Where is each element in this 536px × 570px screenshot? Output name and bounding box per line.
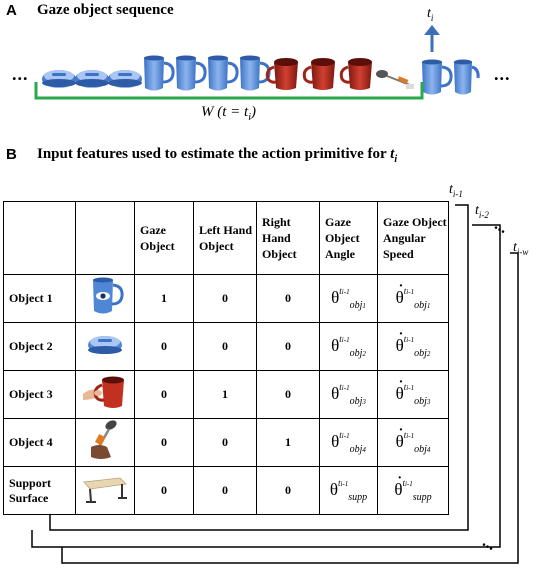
- header-gaze-object: Gaze Object: [134, 201, 194, 275]
- right-hand-value: 0: [256, 322, 320, 371]
- row-label: Object 2: [3, 322, 76, 371]
- table-icon: [75, 466, 135, 515]
- ti-label: ti: [427, 6, 434, 23]
- angular-speed-symbol: θti-1obj4: [377, 418, 449, 467]
- window-bracket: [34, 82, 424, 100]
- pitcher-icon: [176, 55, 207, 91]
- header-gaze-object-angle: Gaze Object Angle: [319, 201, 378, 275]
- lid-icon: [42, 70, 76, 88]
- angular-speed-symbol: θti-1obj1: [377, 274, 449, 323]
- header-left-hand-object: Left Hand Object: [193, 201, 257, 275]
- angular-speed-symbol: θti-1obj3: [377, 370, 449, 419]
- feature-table: Gaze Object Left Hand Object Right Hand …: [3, 201, 449, 515]
- pitcher-icon: [422, 59, 453, 95]
- table-row: Object 4 0 0 1 θti-1obj4 θti-1obj4: [3, 418, 449, 467]
- row-label: Support Surface: [3, 466, 76, 515]
- left-hand-value: 0: [193, 322, 257, 371]
- blue-lid-icon: [75, 322, 135, 371]
- header-cell: [3, 201, 76, 275]
- right-hand-value: 0: [256, 466, 320, 515]
- panel-a-title: Gaze object sequence: [37, 2, 174, 18]
- left-hand-value: 1: [193, 370, 257, 419]
- left-hand-value: 0: [193, 418, 257, 467]
- table-header-row: Gaze Object Left Hand Object Right Hand …: [3, 201, 449, 275]
- right-hand-value: 1: [256, 418, 320, 467]
- gaze-value: 0: [134, 466, 194, 515]
- pitcher-icon: [240, 55, 271, 91]
- header-cell: [75, 201, 135, 275]
- spoon-icon: [376, 70, 414, 89]
- red-mug-icon: [339, 58, 372, 90]
- pitcher-icon: [144, 55, 175, 91]
- red-mug-icon: [265, 58, 298, 90]
- gaze-sequence: [42, 55, 480, 95]
- gaze-value: 0: [134, 322, 194, 371]
- sequence-ellipsis-left: ...: [12, 64, 29, 84]
- stack-label-1: ti-1: [449, 182, 463, 199]
- panel-a-letter: A: [6, 2, 17, 19]
- angle-symbol: θti-1obj1: [319, 274, 378, 323]
- row-label: Object 4: [3, 418, 76, 467]
- gaze-value: 0: [134, 418, 194, 467]
- row-label: Object 3: [3, 370, 76, 419]
- hand-holding-red-mug-icon: [75, 370, 135, 419]
- panel-b-title: Input features used to estimate the acti…: [37, 146, 398, 165]
- window-label: W (t = ti): [201, 104, 256, 123]
- panel-b-letter: B: [6, 146, 17, 163]
- angle-symbol: θti-1obj3: [319, 370, 378, 419]
- gaze-value: 0: [134, 370, 194, 419]
- right-hand-value: 0: [256, 370, 320, 419]
- left-hand-value: 0: [193, 466, 257, 515]
- stack-label-3: ti-w: [513, 240, 529, 257]
- angle-symbol: θti-1obj4: [319, 418, 378, 467]
- angular-speed-symbol: θti-1obj2: [377, 322, 449, 371]
- gaze-value: 1: [134, 274, 194, 323]
- header-gaze-object-angular-speed: Gaze Object Angular Speed: [377, 201, 449, 275]
- pitcher-with-eye-icon: [75, 274, 135, 323]
- angle-symbol: θti-1supp: [319, 466, 378, 515]
- header-right-hand-object: Right Hand Object: [256, 201, 320, 275]
- right-hand-value: 0: [256, 274, 320, 323]
- angular-speed-symbol: θti-1supp: [377, 466, 449, 515]
- lid-icon: [75, 70, 109, 88]
- hand-holding-spoon-icon: [75, 418, 135, 467]
- sequence-ellipsis-right: ...: [494, 64, 511, 84]
- angle-symbol: θti-1obj2: [319, 322, 378, 371]
- table-row: Support Surface 0 0 0 θti-1supp θti-1sup…: [3, 466, 449, 515]
- table-row: Object 1 1 0 0 θti-1obj1 θti-1obj1: [3, 274, 449, 323]
- left-hand-value: 0: [193, 274, 257, 323]
- lid-icon: [108, 70, 142, 88]
- up-arrow-icon: [424, 25, 440, 52]
- table-row: Object 3 0 1 0 θti-1obj3 θti-1obj3: [3, 370, 449, 419]
- row-label: Object 1: [3, 274, 76, 323]
- table-row: Object 2 0 0 0 θti-1obj2 θti-1obj2: [3, 322, 449, 371]
- red-mug-icon: [302, 58, 335, 90]
- pitcher-icon: [208, 55, 239, 91]
- pitcher-icon: [454, 59, 480, 95]
- stack-label-2: ti-2: [475, 203, 489, 220]
